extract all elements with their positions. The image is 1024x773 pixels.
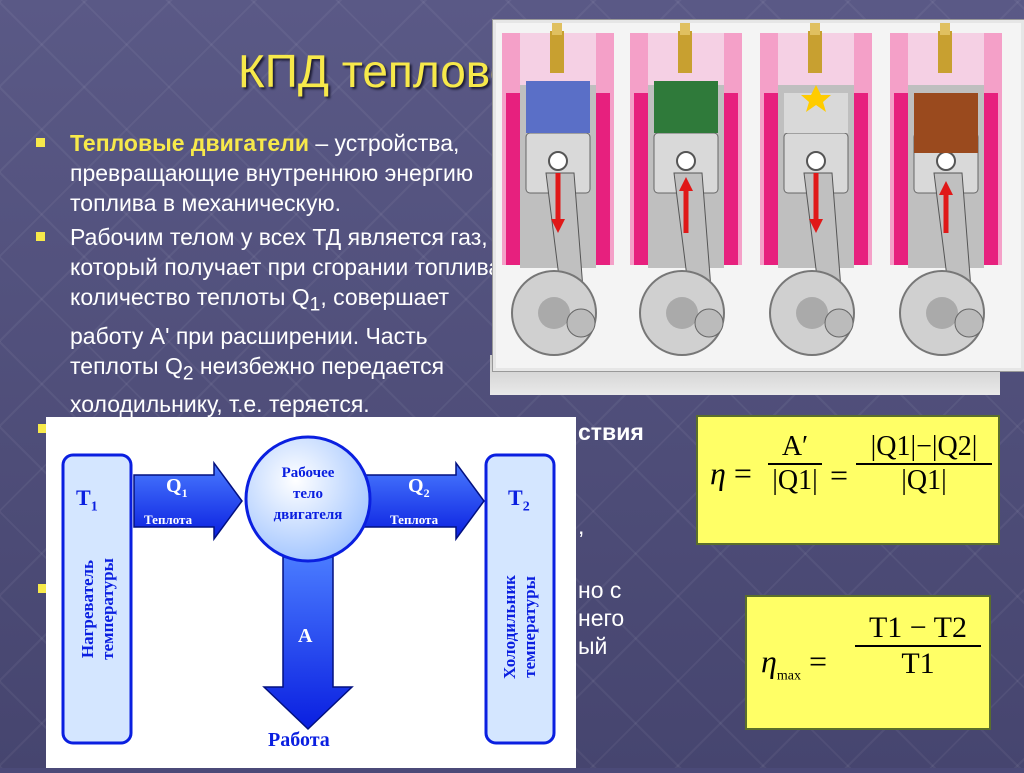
fraction-work-over-q1: A′ |Q1| — [768, 431, 822, 497]
bullet-fragment: него — [578, 605, 625, 631]
fraction-temperature-difference: T1 − T2 T1 — [855, 611, 981, 681]
q1-label: Q1 — [166, 475, 188, 500]
bullet-working-body: Рабочим телом у всех ТД является газ, ко… — [30, 222, 680, 419]
bullet-line: топлива в механическую. — [70, 190, 341, 216]
max-efficiency-formula: ηmax = T1 − T2 T1 — [745, 595, 991, 730]
work-label: Работа — [268, 729, 330, 751]
bullet-line: количество теплоты Q1, совершает — [70, 282, 680, 321]
four-stroke-engine-illustration — [502, 23, 1003, 356]
work-arrow — [262, 556, 354, 731]
bullet-line: превращающие внутреннюю энергию — [70, 160, 474, 186]
efficiency-formula: η = A′ |Q1| = |Q1|−|Q2| |Q1| — [696, 415, 1000, 545]
q2-caption: Теплота — [390, 512, 439, 527]
fraction-heat-difference: |Q1|−|Q2| |Q1| — [856, 431, 992, 497]
work-symbol: A — [298, 625, 313, 647]
heat-engine-schematic — [61, 435, 556, 745]
bullet-list: Тепловые двигатели – устройства, превращ… — [30, 128, 680, 423]
cooler-box — [484, 453, 556, 745]
bold-term: Тепловые двигатели — [70, 130, 309, 156]
bullet-line: холодильнику, т.е. теряется. — [70, 391, 370, 418]
bullet-line: теплоты Q2 неизбежно передается — [70, 351, 680, 390]
subscript: 2 — [182, 363, 194, 385]
formula-equals: = — [830, 457, 849, 493]
cooler-temperature-symbol: T2 — [508, 485, 530, 515]
bullet-line: Тепловые двигатели – устройства, — [70, 128, 680, 158]
formula-eta-max: ηmax = — [761, 643, 828, 684]
working-body-circle — [244, 435, 372, 563]
bullet-fragment-comma: , — [578, 513, 585, 539]
bullet-fragment: ый — [578, 633, 608, 659]
bullet-line: работу A' при расширении. Часть — [70, 322, 428, 349]
bullet-marker — [36, 138, 45, 147]
subscript: 1 — [309, 294, 321, 316]
heater-temperature-symbol: T1 — [76, 485, 98, 515]
q1-caption: Теплота — [144, 512, 193, 527]
formula-eta: η = — [710, 455, 752, 491]
bullet-text: – устройства, — [308, 130, 460, 156]
heat-out-arrow — [363, 460, 485, 542]
bullet-text: количество теплоты Q — [70, 284, 310, 310]
bullet-line: который получает при сгорании топлива — [70, 254, 502, 280]
heater-box — [61, 453, 133, 745]
bullet-heat-engines: Тепловые двигатели – устройства, превращ… — [30, 128, 680, 218]
q2-label: Q2 — [408, 475, 430, 500]
bullet-marker — [38, 584, 47, 593]
bullet-fragment: но с — [578, 577, 622, 603]
bullet-text: , совершает — [320, 284, 450, 310]
bullet-marker — [36, 232, 45, 241]
bullet-line: Рабочим телом у всех ТД является газ, — [70, 224, 488, 250]
bullet-marker — [38, 424, 47, 433]
bullet-fragment: ствия — [578, 419, 644, 445]
bullet-text: теплоты Q — [70, 352, 183, 379]
bullet-text: неизбежно передается — [193, 352, 445, 379]
heat-in-arrow — [133, 460, 243, 542]
engine-cycle-image — [493, 20, 1024, 371]
